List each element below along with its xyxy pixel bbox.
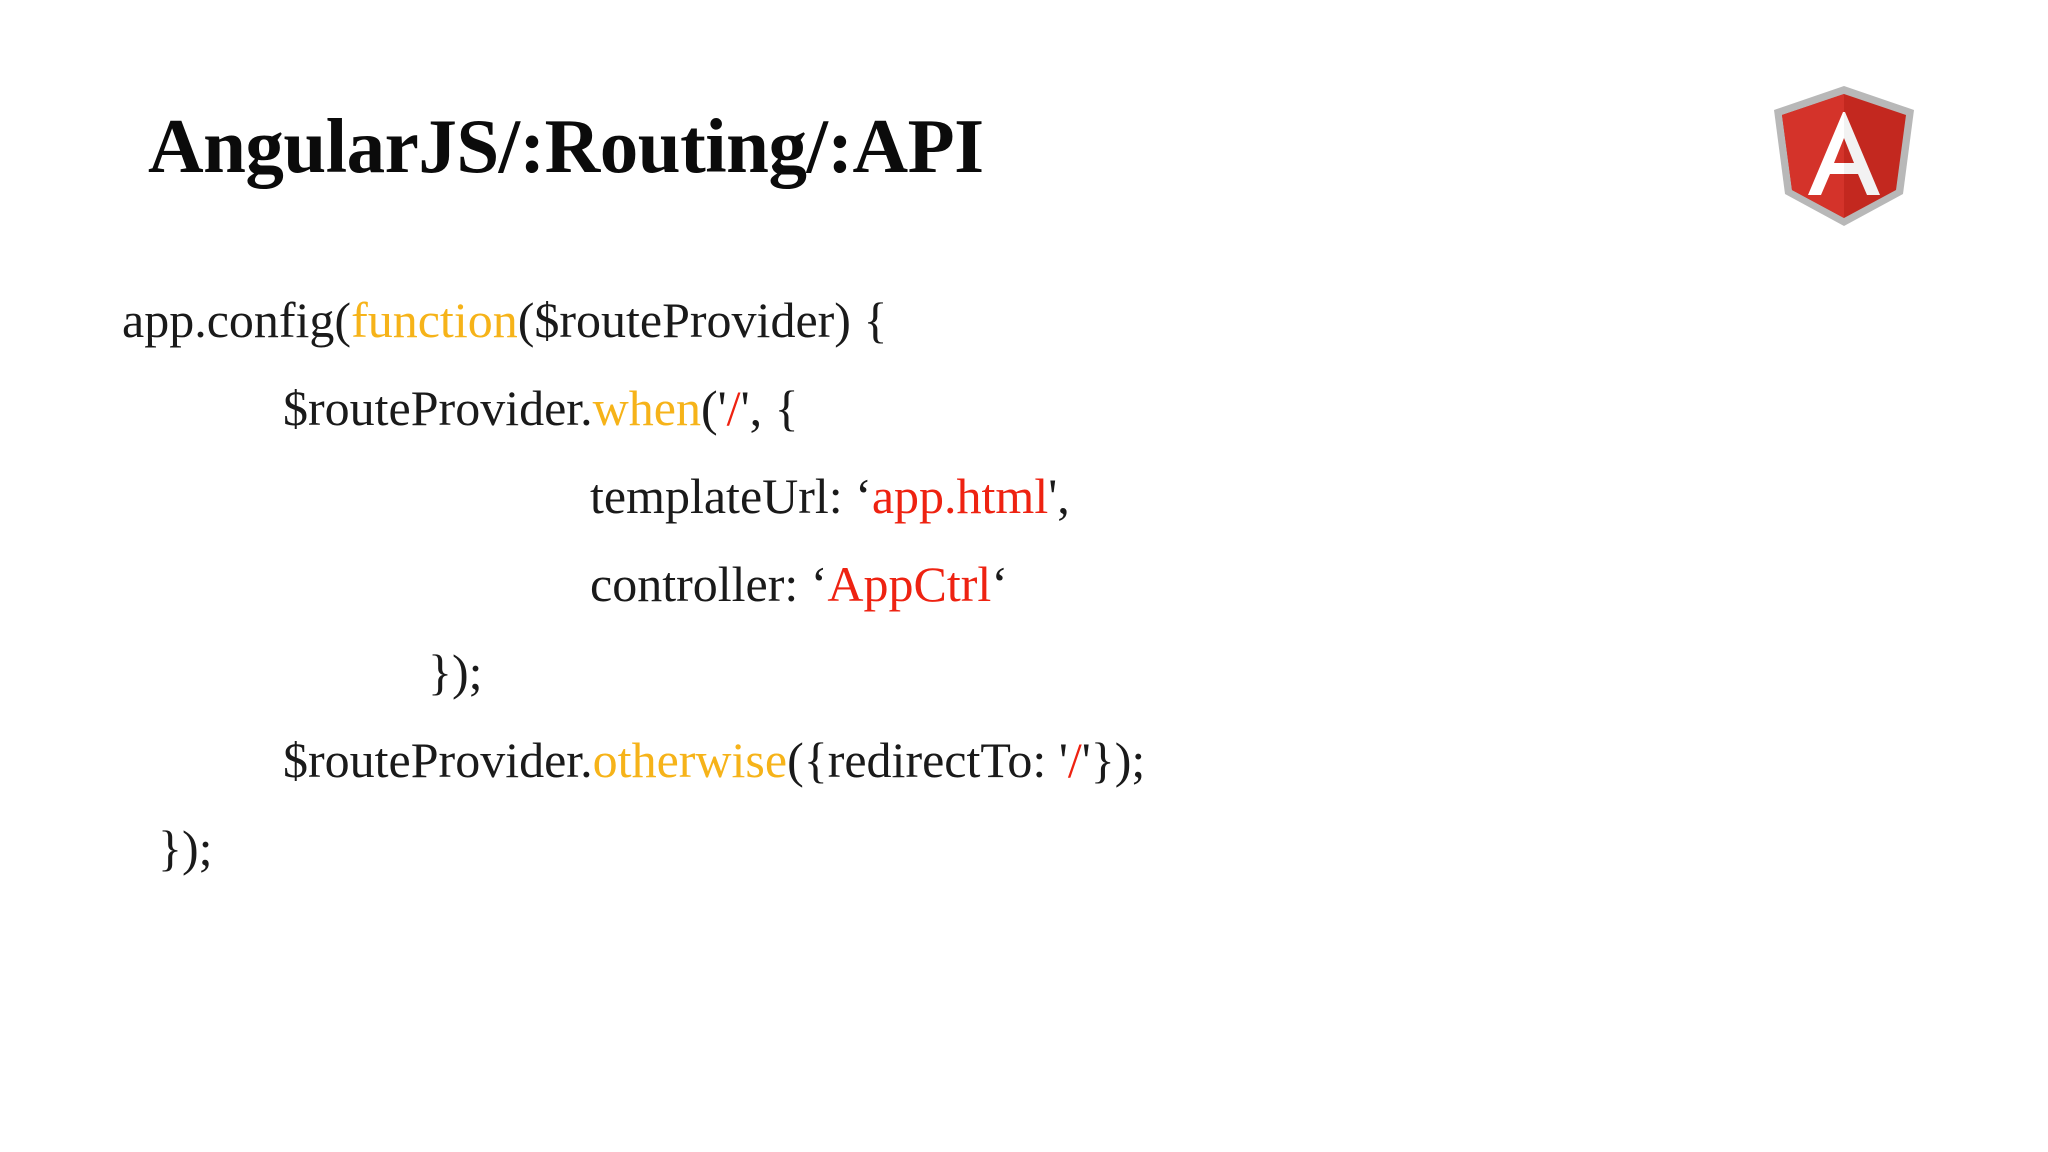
- code-line: $routeProvider.otherwise({redirectTo: '/…: [0, 716, 2048, 804]
- code-token-plain: ({redirectTo: ': [787, 732, 1068, 788]
- code-token-string: AppCtrl: [827, 556, 992, 612]
- code-token-plain: (': [700, 380, 727, 436]
- code-token-plain: templateUrl: ‘: [590, 468, 872, 524]
- code-token-plain: controller: ‘: [590, 556, 828, 612]
- code-token-plain: ',: [1048, 468, 1070, 524]
- code-block: app.config(function($routeProvider) {$ro…: [0, 276, 2048, 892]
- code-line: app.config(function($routeProvider) {: [0, 276, 2048, 364]
- code-token-keyword: when: [592, 380, 701, 436]
- code-token-keyword: function: [351, 292, 518, 348]
- code-token-keyword: otherwise: [592, 732, 788, 788]
- code-token-plain: ‘: [991, 556, 1008, 612]
- code-line: templateUrl: ‘app.html',: [0, 452, 2048, 540]
- code-token-string: app.html: [871, 468, 1049, 524]
- code-token-plain: });: [158, 820, 213, 876]
- code-token-plain: '});: [1081, 732, 1146, 788]
- code-token-plain: ($routeProvider) {: [517, 292, 888, 348]
- code-token-string: /: [726, 380, 741, 436]
- code-token-plain: $routeProvider.: [283, 732, 593, 788]
- code-token-plain: ', {: [740, 380, 799, 436]
- code-token-string: /: [1067, 732, 1082, 788]
- code-token-plain: $routeProvider.: [283, 380, 593, 436]
- code-line: controller: ‘AppCtrl‘: [0, 540, 2048, 628]
- code-token-plain: app.config(: [122, 292, 352, 348]
- angularjs-logo: [1768, 82, 1920, 230]
- code-line: });: [0, 628, 2048, 716]
- page-title: AngularJS/:Routing/:API: [148, 103, 984, 189]
- code-token-plain: });: [428, 644, 483, 700]
- code-line: });: [0, 804, 2048, 892]
- code-line: $routeProvider.when('/', {: [0, 364, 2048, 452]
